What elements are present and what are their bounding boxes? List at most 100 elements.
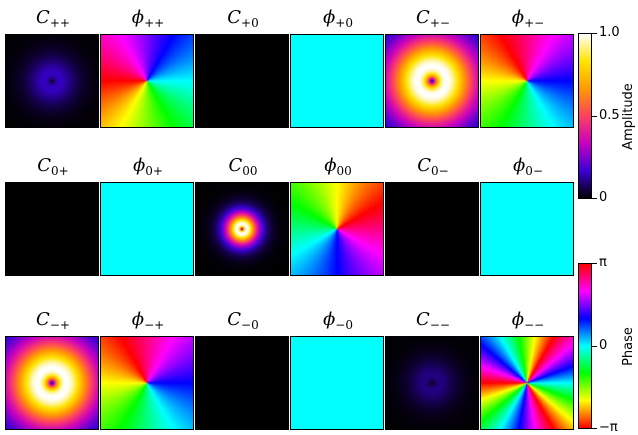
amplitude-tick-mark <box>592 116 597 117</box>
panel-title-subscript: +− <box>429 16 450 30</box>
panel-title-subscript: −0 <box>335 318 353 332</box>
panel-title-subscript: 0+ <box>145 164 163 178</box>
amplitude-map-panel <box>385 34 479 128</box>
panel-title: C+0 <box>195 8 291 33</box>
panel-title-symbol: ϕ <box>511 309 525 330</box>
amplitude-tick-mark <box>592 33 597 34</box>
amplitude-map-panel <box>385 182 479 276</box>
panel-title-symbol: ϕ <box>324 155 337 176</box>
panel-title-symbol: C <box>228 155 243 176</box>
panel-title-subscript: 0− <box>431 164 449 178</box>
phase-tick-mark <box>592 428 597 429</box>
panel-title-symbol: C <box>416 309 430 330</box>
panel-title-symbol: ϕ <box>131 7 145 28</box>
panel-title-subscript: +− <box>524 16 545 30</box>
phase-map-panel <box>480 336 574 430</box>
amplitude-heatmap <box>196 35 288 127</box>
panel-title-subscript: +0 <box>241 16 259 30</box>
amplitude-map-panel <box>195 34 289 128</box>
amplitude-map-panel <box>5 336 99 430</box>
phase-map-panel <box>290 34 384 128</box>
phase-map-panel <box>480 182 574 276</box>
amplitude-heatmap <box>6 183 98 275</box>
phase-tick-mark <box>592 263 597 264</box>
amplitude-tick-mark <box>592 198 597 199</box>
amplitude-heatmap <box>386 183 478 275</box>
panel-title: C−− <box>385 310 481 335</box>
panel-title-symbol: ϕ <box>513 155 526 176</box>
phase-heatmap <box>481 337 573 429</box>
phase-map-panel <box>480 34 574 128</box>
phase-heatmap <box>291 337 383 429</box>
panel-title: C−0 <box>195 310 291 335</box>
panel-title-symbol: C <box>37 155 52 176</box>
panel-title-subscript: ++ <box>49 16 70 30</box>
panel-title: ϕ++ <box>100 8 196 33</box>
amplitude-heatmap <box>386 337 478 429</box>
amplitude-heatmap <box>386 35 478 127</box>
phase-heatmap <box>101 35 193 127</box>
phase-tick-label: π <box>599 255 607 270</box>
amplitude-heatmap <box>196 183 288 275</box>
phase-map-panel <box>290 182 384 276</box>
panel-title-symbol: C <box>36 7 50 28</box>
panel-title-subscript: −+ <box>144 318 165 332</box>
phase-heatmap <box>291 35 383 127</box>
phase-heatmap <box>481 35 573 127</box>
amplitude-tick-label: 0 <box>599 190 608 205</box>
phase-colorbar <box>578 263 592 429</box>
panel-title-symbol: ϕ <box>323 309 336 330</box>
phase-map-panel <box>290 336 384 430</box>
amplitude-tick-label: 0.5 <box>599 108 620 123</box>
amplitude-map-panel <box>5 182 99 276</box>
panel-title: ϕ−0 <box>290 310 386 335</box>
panel-title: C00 <box>195 156 291 181</box>
panel-title: ϕ00 <box>290 156 386 181</box>
amplitude-tick-label: 1.0 <box>599 25 620 40</box>
phase-tick-label: −π <box>599 420 618 435</box>
amplitude-heatmap <box>6 337 98 429</box>
phase-tick-label: 0 <box>599 338 608 353</box>
panel-title-subscript: ++ <box>144 16 165 30</box>
panel-title-symbol: ϕ <box>131 309 145 330</box>
phase-map-panel <box>100 336 194 430</box>
panel-title-subscript: −− <box>429 318 450 332</box>
panel-title-symbol: C <box>416 7 430 28</box>
phase-heatmap <box>101 337 193 429</box>
phase-map-panel <box>100 182 194 276</box>
panel-title: C0− <box>385 156 481 181</box>
amplitude-heatmap <box>6 35 98 127</box>
phase-heatmap <box>291 183 383 275</box>
panel-title-symbol: C <box>227 309 242 330</box>
panel-title-subscript: 0− <box>525 164 543 178</box>
panel-title: C0+ <box>5 156 101 181</box>
amplitude-map-panel <box>385 336 479 430</box>
panel-title: C+− <box>385 8 481 33</box>
phase-map-panel <box>100 34 194 128</box>
phase-colorbar-label: Phase <box>620 326 636 366</box>
panel-title-subscript: 0+ <box>51 164 69 178</box>
amplitude-colorbar <box>578 33 592 199</box>
panel-title-subscript: −− <box>524 318 545 332</box>
panel-title: C−+ <box>5 310 101 335</box>
panel-title: ϕ0− <box>480 156 576 181</box>
panel-title-symbol: ϕ <box>511 7 525 28</box>
panel-title-subscript: +0 <box>335 16 353 30</box>
panel-title: ϕ+− <box>480 8 576 33</box>
panel-title: ϕ+0 <box>290 8 386 33</box>
panel-title-subscript: −+ <box>49 318 70 332</box>
panel-title-subscript: 00 <box>242 164 258 178</box>
amplitude-colorbar-label: Amplitude <box>620 82 636 150</box>
phase-heatmap <box>101 183 193 275</box>
panel-title: ϕ−− <box>480 310 576 335</box>
panel-title-symbol: C <box>227 7 242 28</box>
panel-title-symbol: ϕ <box>323 7 336 28</box>
phase-tick-mark <box>592 346 597 347</box>
amplitude-heatmap <box>196 337 288 429</box>
panel-title: C++ <box>5 8 101 33</box>
panel-title-subscript: 00 <box>336 164 352 178</box>
panel-title-symbol: C <box>417 155 432 176</box>
panel-title-symbol: C <box>36 309 50 330</box>
panel-title: ϕ−+ <box>100 310 196 335</box>
phase-heatmap <box>481 183 573 275</box>
